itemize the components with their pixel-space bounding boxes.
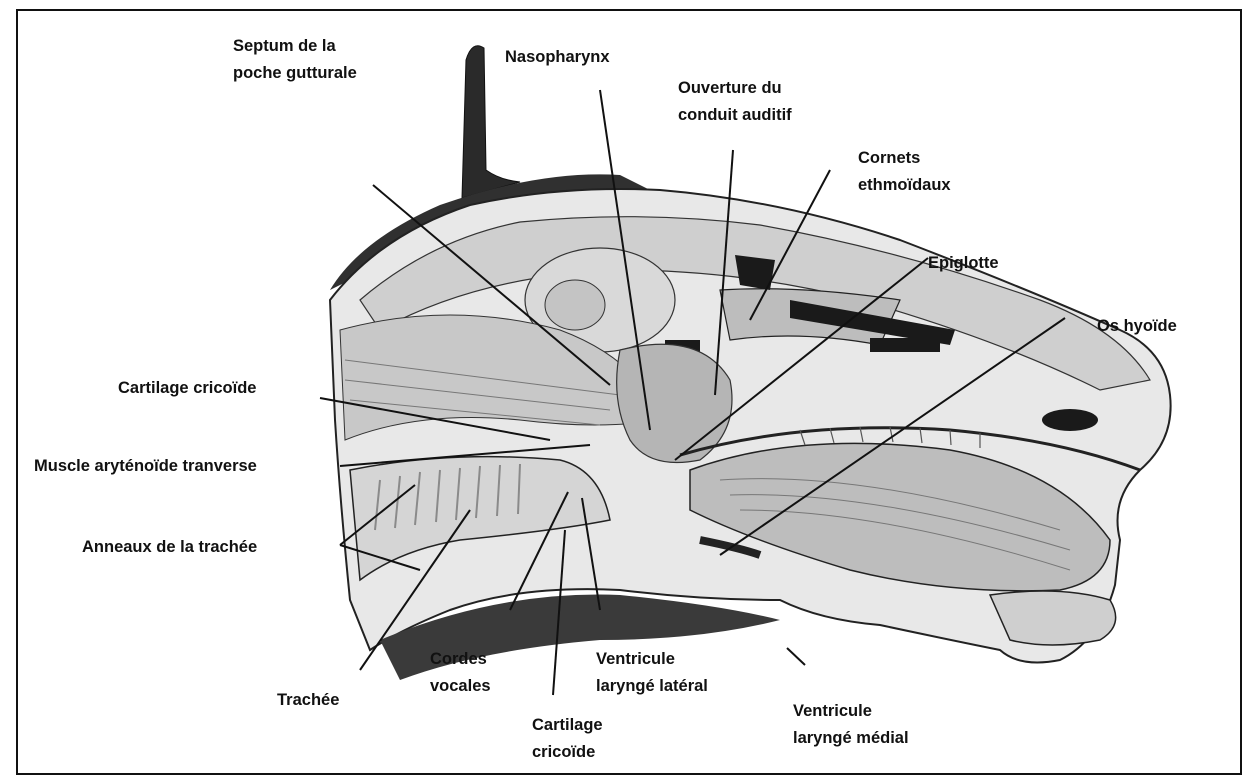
label-anneaux-trachee: Anneaux de la trachée [82,534,257,561]
tooth-sockets [870,338,940,352]
lower-jaw [990,591,1116,645]
label-ouverture-line-1: Ouverture du [678,75,792,102]
label-ventricule-medial: Ventricule laryngé médial [793,698,909,752]
label-ventricule-lateral-line-2: laryngé latéral [596,673,708,700]
leader-ventricule-med [787,648,805,665]
label-ventricule-medial-line-2: laryngé médial [793,725,909,752]
label-ventricule-lateral-line-1: Ventricule [596,646,708,673]
label-septum-line-1: Septum de la [233,33,357,60]
nostril [1042,409,1098,431]
label-ouverture-line-2: conduit auditif [678,102,792,129]
label-os-hyoide: Os hyoïde [1097,313,1177,340]
label-cordes-line-1: Cordes [430,646,491,673]
label-cartilage-cricoide-left: Cartilage cricoïde [118,375,256,402]
label-cornets-line-2: ethmoïdaux [858,172,951,199]
label-cordes-line-2: vocales [430,673,491,700]
label-cartilage-bottom-line-1: Cartilage [532,712,603,739]
label-muscle-arytenoide: Muscle aryténoïde tranverse [34,453,257,480]
label-cordes-vocales: Cordes vocales [430,646,491,700]
label-septum-line-2: poche gutturale [233,60,357,87]
label-epiglotte: Epiglotte [928,250,999,277]
cerebellum [545,280,605,330]
label-cartilage-cricoide-bottom: Cartilage cricoïde [532,712,603,766]
label-ouverture: Ouverture du conduit auditif [678,75,792,129]
label-cornets: Cornets ethmoïdaux [858,145,951,199]
label-trachee: Trachée [277,687,339,714]
label-cartilage-bottom-line-2: cricoïde [532,739,603,766]
label-ventricule-lateral: Ventricule laryngé latéral [596,646,708,700]
label-ventricule-medial-line-1: Ventricule [793,698,909,725]
label-septum: Septum de la poche gutturale [233,33,357,87]
label-cornets-line-1: Cornets [858,145,951,172]
label-nasopharynx: Nasopharynx [505,44,610,71]
